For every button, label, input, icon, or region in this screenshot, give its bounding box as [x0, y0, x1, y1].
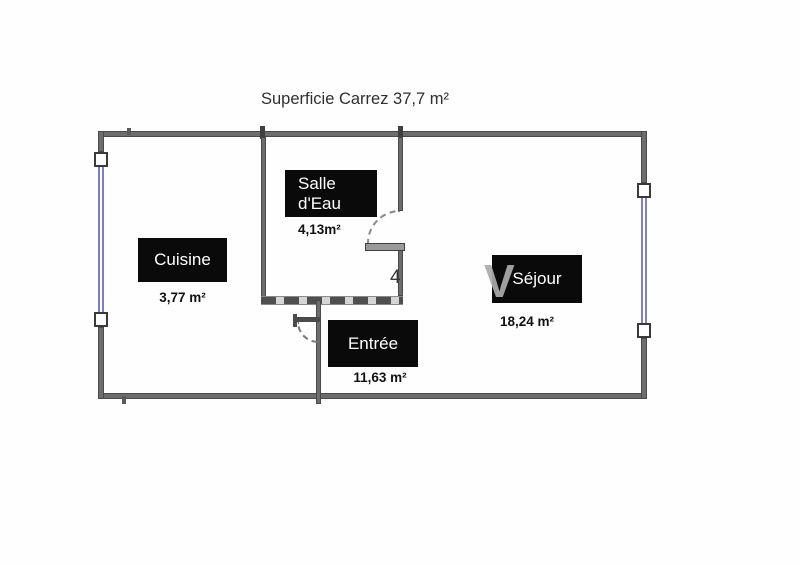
window-left-handle-top-icon: [94, 152, 108, 167]
plan-title: Superficie Carrez 37,7 m²: [261, 90, 449, 108]
outer-wall-left-lower: [98, 327, 104, 399]
room-label-entree: Entrée: [328, 320, 418, 367]
room-area-salledeau: 4,13m²: [298, 222, 341, 237]
door-swing-arc-entree: [297, 322, 318, 343]
room-area-cuisine: 3,77 m²: [159, 290, 206, 305]
wall-mark-top: [127, 128, 131, 135]
partition-cuisine-entree: [316, 300, 321, 404]
door-leaf-entree-tip: [293, 314, 297, 327]
door-leaf-entree: [296, 317, 320, 322]
partition-salledeau-sejour-lower: [398, 250, 403, 296]
outer-wall-right-upper: [641, 131, 647, 183]
room-label-sejour: Séjour: [492, 255, 582, 303]
room-name-cuisine: Cuisine: [154, 250, 211, 269]
partition-salledeau-sejour-upper: [398, 137, 403, 211]
room-label-salledeau: Salle d'Eau: [285, 170, 377, 217]
window-left-handle-bottom-icon: [94, 312, 108, 327]
wall-tick-top-left-partition: [260, 126, 265, 139]
partition-hatched-salledeau-bottom: [261, 296, 403, 305]
window-right-icon: [641, 198, 647, 323]
door-dimension-annotation: 4: [390, 267, 401, 288]
wall-mark-bottom: [122, 396, 126, 404]
door-leaf-salledeau: [365, 243, 405, 251]
room-name-entree: Entrée: [347, 333, 399, 353]
watermark-letter: V: [484, 255, 515, 307]
window-left-icon: [98, 167, 104, 312]
room-area-entree: 11,63 m²: [353, 370, 407, 385]
window-right-handle-bottom-icon: [637, 323, 651, 338]
outer-wall-top: [98, 131, 647, 137]
room-area-sejour: 18,24 m²: [499, 314, 555, 329]
room-label-cuisine: Cuisine: [138, 238, 227, 282]
room-name-sejour: Séjour: [512, 269, 562, 288]
partition-cuisine-salledeau: [261, 137, 266, 302]
outer-wall-left-upper: [98, 131, 104, 152]
outer-wall-bottom: [98, 393, 647, 399]
window-right-handle-top-icon: [637, 183, 651, 198]
room-name-salledeau: Salle d'Eau: [298, 173, 341, 213]
outer-wall-right-lower: [641, 338, 647, 399]
wall-tick-top-right-partition: [398, 126, 403, 139]
